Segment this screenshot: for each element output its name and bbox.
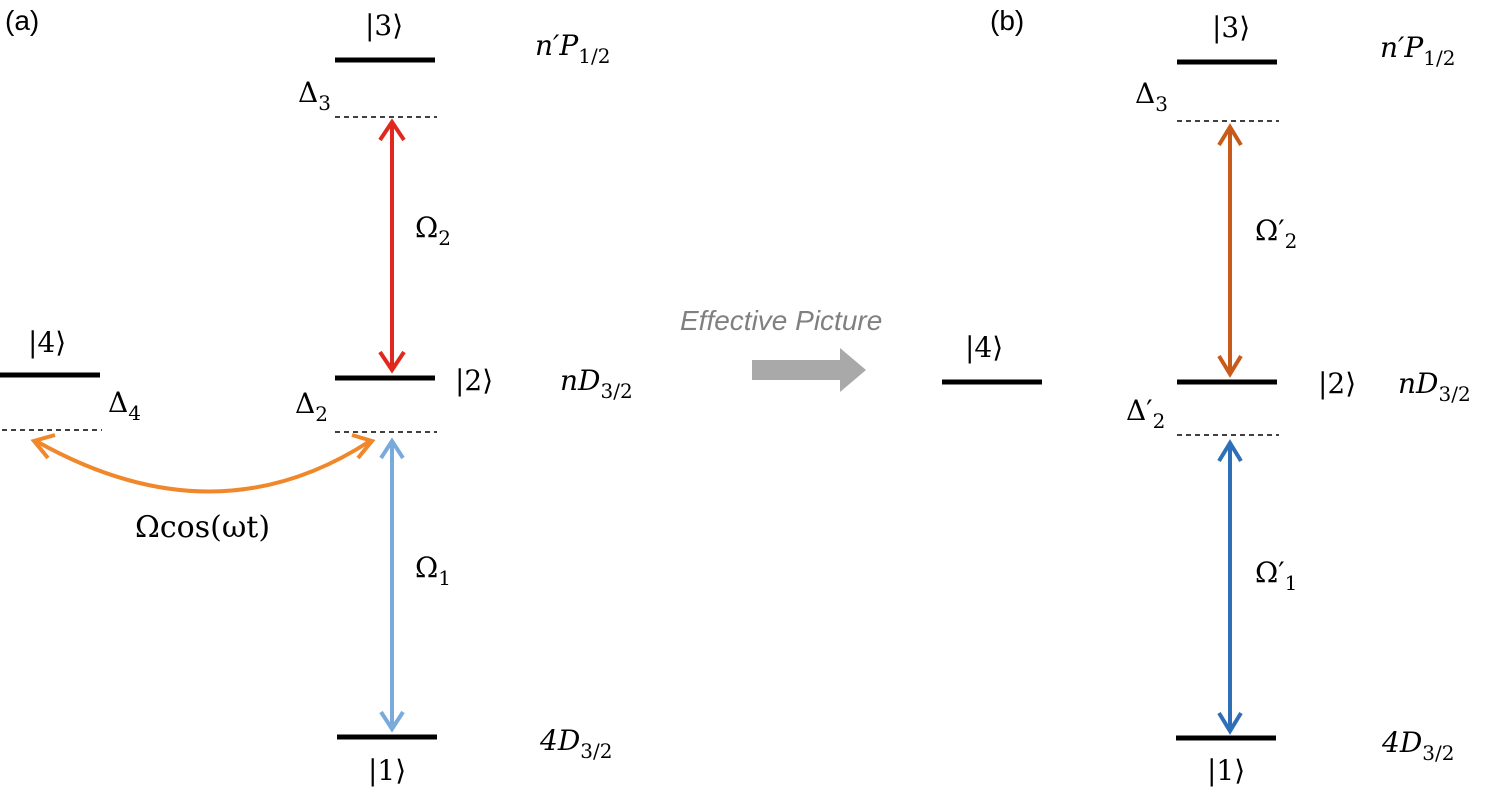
omega-1-prime-arrowhead-bottom [1217,711,1243,735]
delta-3-label: Δ3 [298,76,331,115]
state-3-name: n′P1/2 [535,29,610,68]
ket-3-label-b: |3⟩ [1212,11,1250,44]
panel-b-label: (b) [990,5,1024,36]
omega-1-arrowhead-top [379,437,405,460]
drive-label: Ωcos(ωt) [135,510,270,545]
ket-4-label-b: |4⟩ [965,331,1003,364]
delta-2-prime-label-b: Δ′2 [1126,394,1165,433]
state-2-name-b: nD3/2 [1398,367,1471,406]
ket-4-label: |4⟩ [28,326,66,359]
ket-1-label: |1⟩ [368,754,406,787]
effective-picture-label: Effective Picture [680,305,882,336]
ket-2-label-b: |2⟩ [1318,367,1356,400]
delta-4-label: Δ4 [108,386,141,425]
drive-arrowhead-left [30,433,56,460]
omega-1-prime-arrowhead-top [1217,439,1243,463]
ket-3-label: |3⟩ [365,9,403,42]
ket-1-label-b: |1⟩ [1207,754,1245,787]
state-3-name-b: n′P1/2 [1380,31,1455,70]
state-1-name: 4D3/2 [539,724,612,763]
drive-arrowhead-right [351,433,376,460]
delta-2-label: Δ2 [295,387,328,426]
omega-1-label: Ω1 [415,551,451,590]
delta-3-label-b: Δ3 [1135,77,1168,116]
state-1-name-b: 4D3/2 [1381,726,1454,765]
omega-2-prime-arrowhead-top [1217,123,1243,147]
omega-1-arrowhead-bottom [379,710,405,733]
panel-b: (b) |4⟩ |3⟩ n′P1/2 Δ3 |2⟩ nD3/2 Δ′2 |1⟩ … [942,5,1471,787]
omega-2-prime-arrowhead-bottom [1217,354,1243,378]
omega-2-prime-label: Ω′2 [1255,214,1297,253]
omega-2-arrowhead-bottom [378,350,406,374]
right-arrow-icon [752,348,866,392]
omega-1-prime-label: Ω′1 [1255,556,1297,595]
omega-2-label: Ω2 [415,211,451,250]
panel-a: (a) |3⟩ n′P1/2 Δ3 |2⟩ nD3/2 Δ2 |1⟩ 4D3/2… [0,5,633,787]
omega-2-arrowhead-top [378,118,406,142]
state-2-name: nD3/2 [560,364,633,403]
ket-2-label: |2⟩ [455,364,493,397]
effective-picture-transition: Effective Picture [680,305,882,392]
panel-a-label: (a) [5,5,39,36]
drive-coupling-arrow [35,439,372,494]
